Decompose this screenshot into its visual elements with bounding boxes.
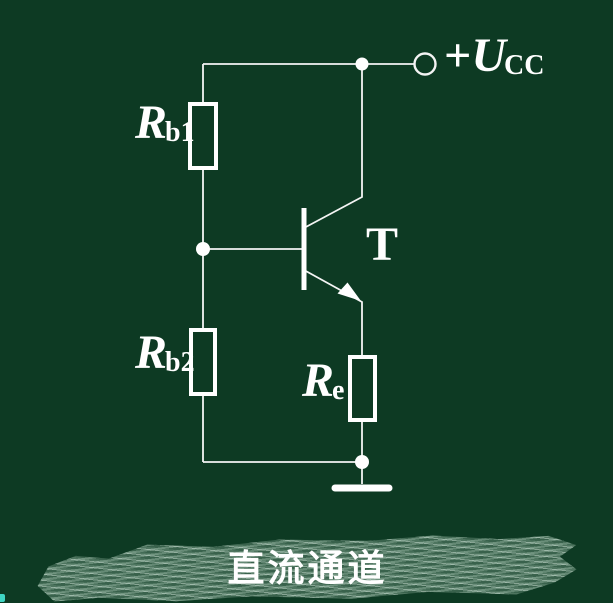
rb1-label-subscript: b1 xyxy=(165,117,195,149)
junction-dot-bottom xyxy=(355,455,369,469)
resistor-re xyxy=(348,355,377,422)
transistor-label: T xyxy=(366,221,398,269)
rb1-label-symbol: R xyxy=(135,96,168,149)
caption-title: 直流通道 xyxy=(227,548,388,589)
resistor-rb2 xyxy=(189,328,217,396)
resistor-rb1 xyxy=(188,102,218,170)
re-label-symbol: R xyxy=(302,354,335,407)
vcc-label: +UCC xyxy=(444,32,544,80)
junction-dot-top xyxy=(355,57,369,71)
emitter-wire xyxy=(303,269,363,356)
vcc-terminal-icon xyxy=(413,52,437,76)
junction-dot-base xyxy=(196,242,210,256)
corner-cursor-mark xyxy=(0,594,5,602)
transistor-label-symbol: T xyxy=(366,218,399,271)
rb2-label-subscript: b2 xyxy=(165,347,195,379)
vcc-label-subscript: CC xyxy=(504,50,545,82)
re-label: Re xyxy=(302,357,344,405)
rb2-label: Rb2 xyxy=(135,329,195,377)
collector-wire xyxy=(303,64,363,229)
vcc-label-plus: + xyxy=(444,29,472,82)
rb1-label: Rb1 xyxy=(135,99,195,147)
re-label-subscript: e xyxy=(332,375,345,407)
rb2-label-symbol: R xyxy=(135,326,168,379)
emitter-arrow-icon xyxy=(337,282,361,301)
vcc-label-symbol: U xyxy=(471,29,507,82)
